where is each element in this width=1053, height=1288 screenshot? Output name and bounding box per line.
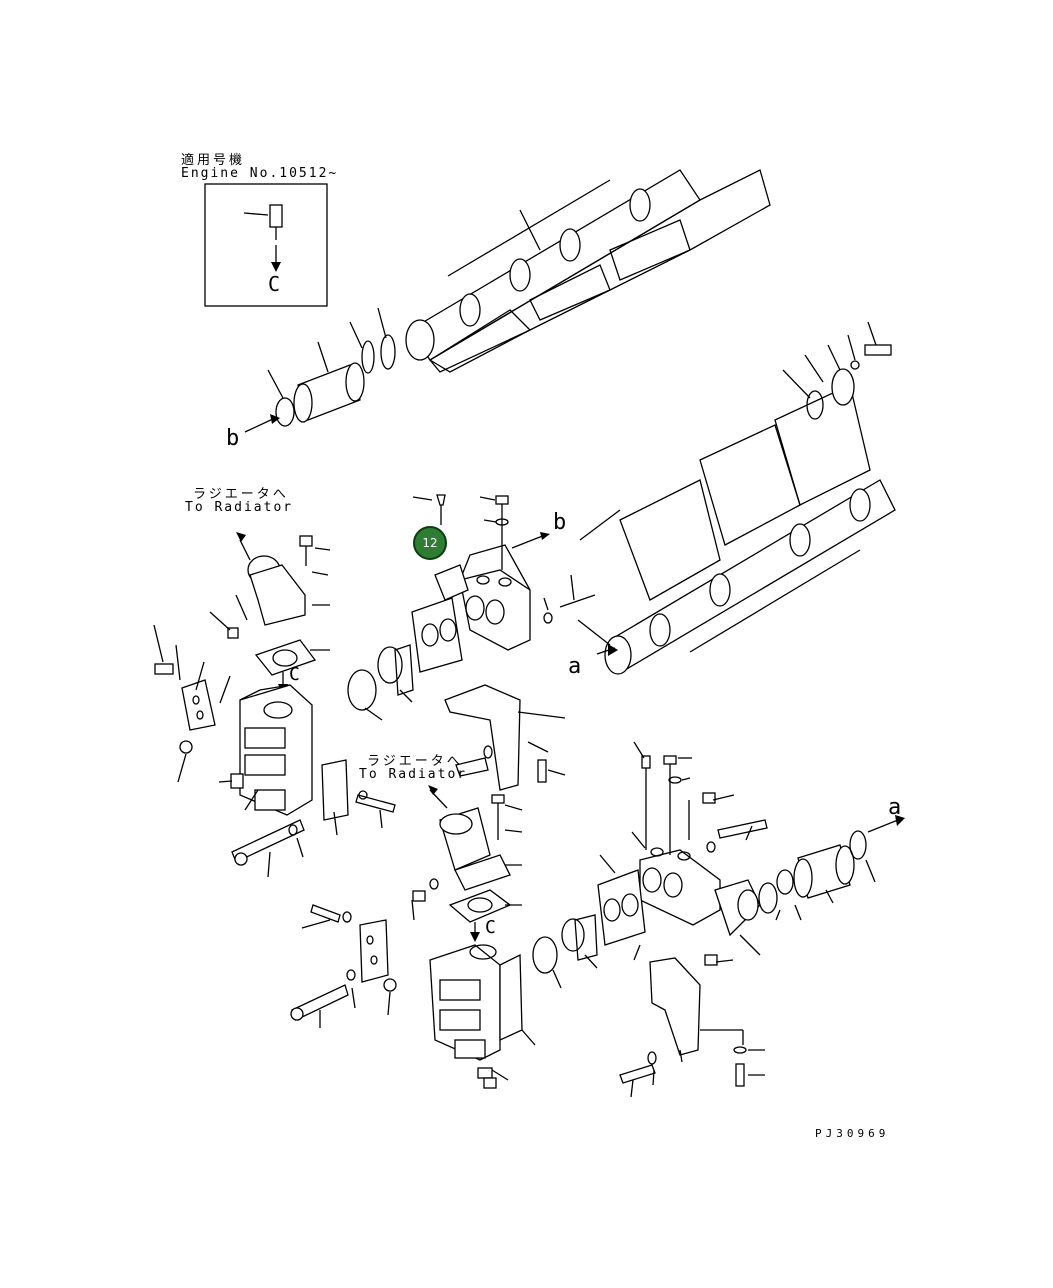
left-elbow-upper: [209, 532, 331, 694]
ref-letter-a-right: a: [888, 795, 905, 820]
radiator-label-1-en: To Radiator: [185, 500, 294, 515]
ref-letter-a-center: a: [568, 654, 585, 679]
ref-letter-b-center: b: [553, 510, 570, 535]
inset-ref-letter: C: [268, 272, 284, 296]
inset-title-en: Engine No.10512~: [181, 166, 339, 181]
inset-fitting: [243, 204, 283, 272]
left-housing-upper: [153, 624, 396, 878]
radiator-label-1-jp: ラジエータへ: [193, 487, 289, 502]
drawing-code: PJ30969: [815, 1127, 890, 1140]
ref-letter-b-upper: b: [226, 426, 243, 451]
inset-box: [204, 183, 328, 307]
lower-housing-center: [290, 785, 598, 1089]
callout-badge-12[interactable]: 12: [413, 526, 447, 560]
inset-title-jp: 適用号機: [181, 153, 246, 168]
radiator-label-2-en: To Radiator: [359, 767, 468, 782]
right-housing-lower: [597, 741, 905, 1098]
right-water-pipe: [577, 321, 896, 675]
bracket-upper: [444, 684, 566, 791]
thermostat-upper: [347, 644, 414, 721]
upper-hose-and-clamps: [244, 307, 396, 433]
radiator-label-2-jp: ラジエータへ: [367, 754, 463, 769]
ref-letter-c-left: C: [289, 664, 303, 685]
thermostat-housing-upper: [411, 494, 596, 673]
ref-letter-c-lower: C: [485, 917, 499, 938]
upper-water-pipe: [405, 169, 771, 373]
